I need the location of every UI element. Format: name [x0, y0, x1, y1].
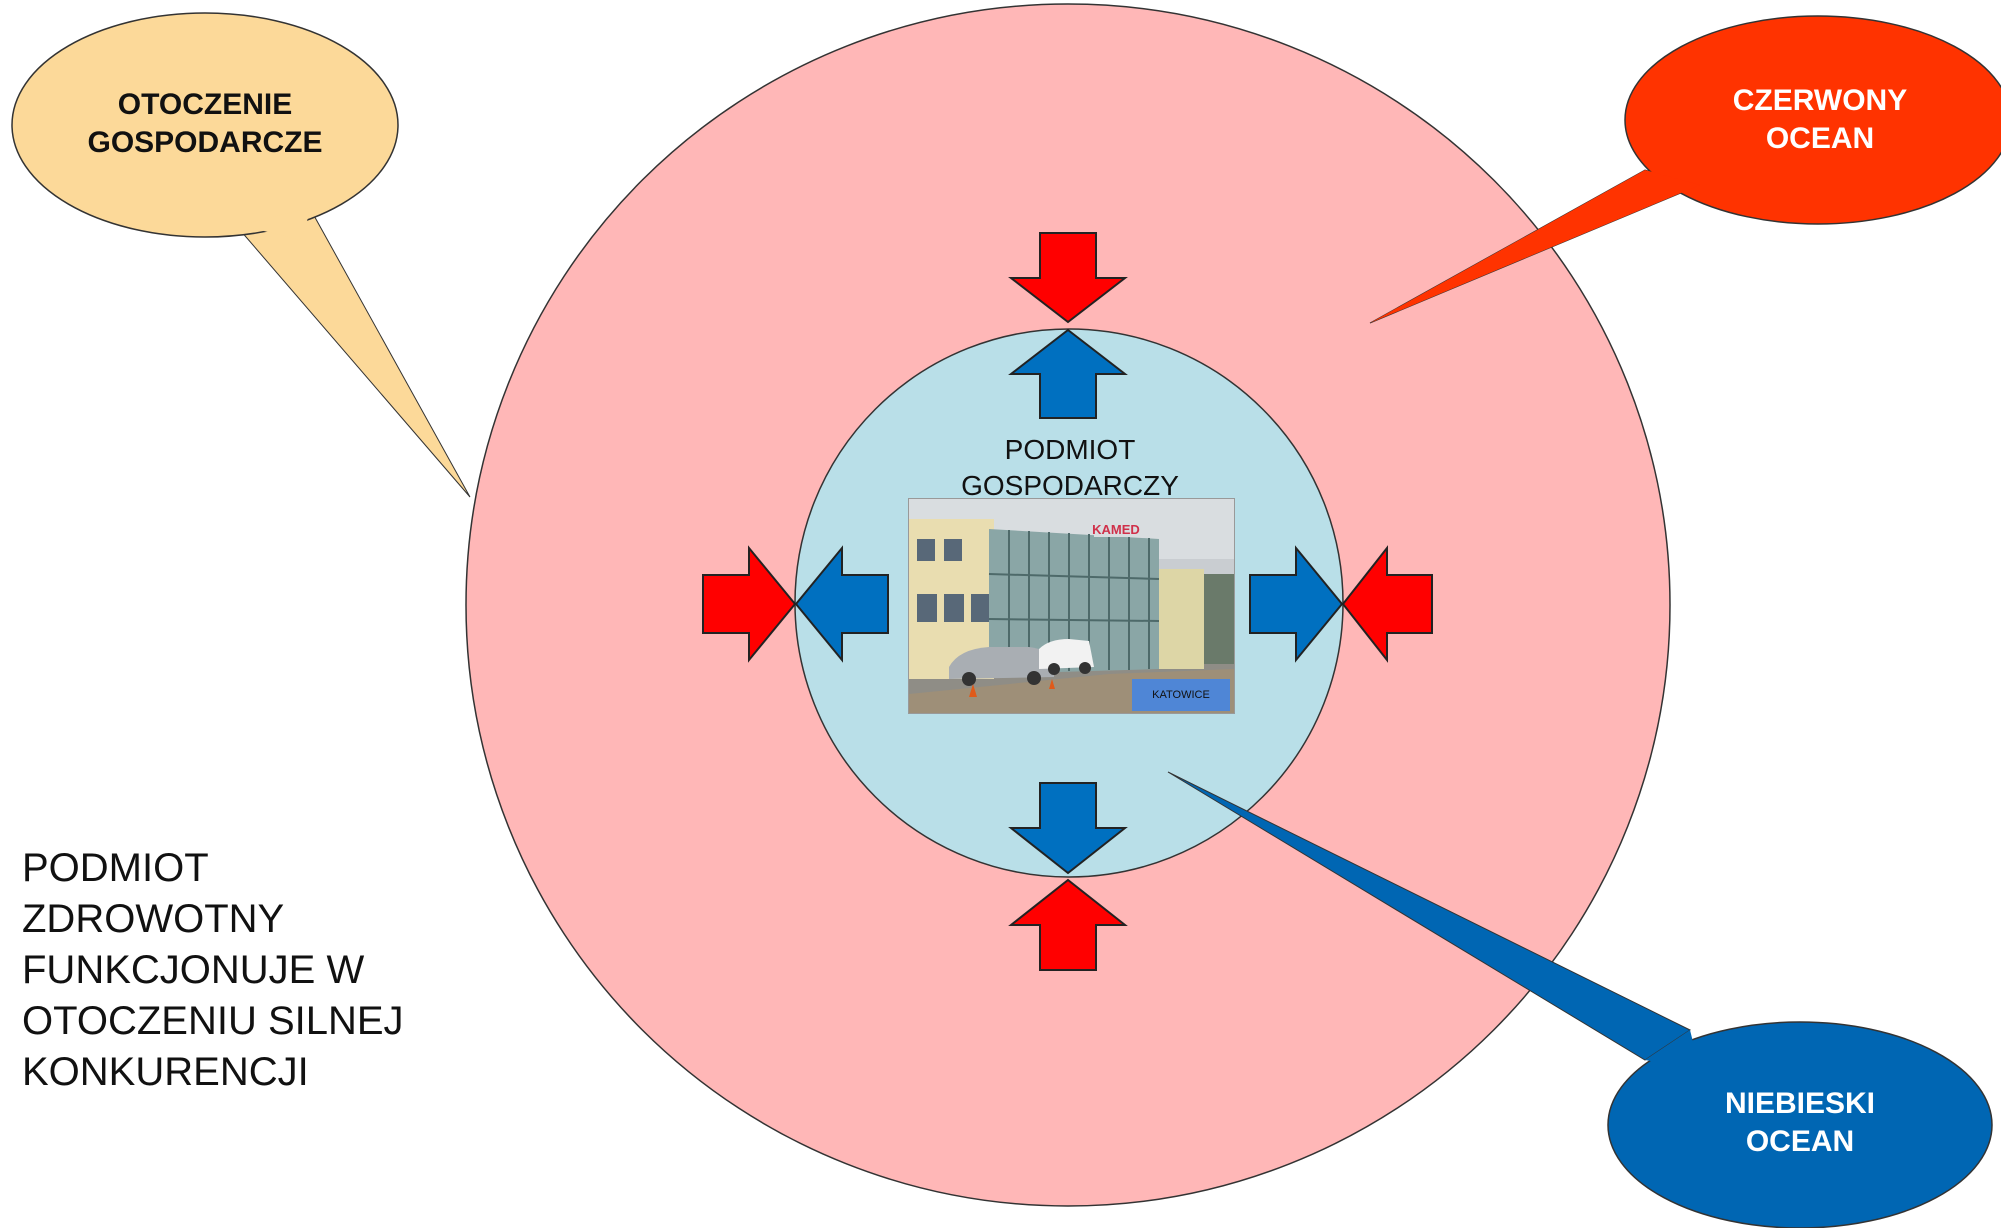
callout-niebieski-line2: OCEAN: [1745, 1125, 1855, 1158]
callout-czerwony-line2: OCEAN: [1765, 122, 1875, 155]
callout-czerwony-bubble: [1624, 15, 2001, 225]
arrow-blue-right-right: [1249, 545, 1344, 663]
building-photo: KAMED KATOWICE: [908, 498, 1235, 714]
arrow-blue-down-bottom: [1008, 782, 1128, 875]
callout-niebieski-label: NIEBIESKI OCEAN: [1600, 1085, 2000, 1161]
callout-otoczenie-label: OTOCZENIE GOSPODARCZE: [40, 86, 370, 162]
arrow-red-down-top: [1008, 232, 1128, 324]
photo-caption: KATOWICE: [1132, 679, 1230, 711]
callout-niebieski-line1: NIEBIESKI: [1724, 1087, 1876, 1120]
callout-otoczenie-tail: [239, 211, 471, 498]
side-note-line: OTOCZENIU SILNEJ: [22, 999, 404, 1043]
arrow-red-right-left: [702, 545, 797, 663]
arrow-blue-up-top: [1008, 328, 1128, 419]
callout-niebieski-bubble: [1607, 1021, 1993, 1228]
callout-otoczenie-line2: GOSPODARCZE: [87, 126, 323, 159]
side-note-line: KONKURENCJI: [22, 1050, 309, 1094]
callout-otoczenie-bubble: [11, 12, 399, 238]
building-sign: KAMED: [1092, 522, 1140, 537]
side-note-line: FUNKCJONUJE W: [22, 948, 365, 992]
center-label-line2: GOSPODARCZY: [961, 470, 1179, 501]
callout-czerwony-label: CZERWONY OCEAN: [1630, 82, 2001, 158]
arrow-red-up-bottom: [1008, 878, 1128, 971]
side-note: PODMIOT ZDROWOTNY FUNKCJONUJE W OTOCZENI…: [22, 843, 482, 1098]
side-note-line: ZDROWOTNY: [22, 897, 285, 941]
center-label-line1: PODMIOT: [1004, 434, 1136, 465]
arrow-red-left-right: [1341, 545, 1433, 663]
callout-czerwony-line1: CZERWONY: [1732, 84, 1908, 117]
callout-otoczenie-line1: OTOCZENIE: [117, 88, 293, 121]
arrow-blue-left-left: [794, 545, 889, 663]
center-label: PODMIOT GOSPODARCZY: [880, 432, 1260, 504]
side-note-line: PODMIOT: [22, 846, 209, 890]
